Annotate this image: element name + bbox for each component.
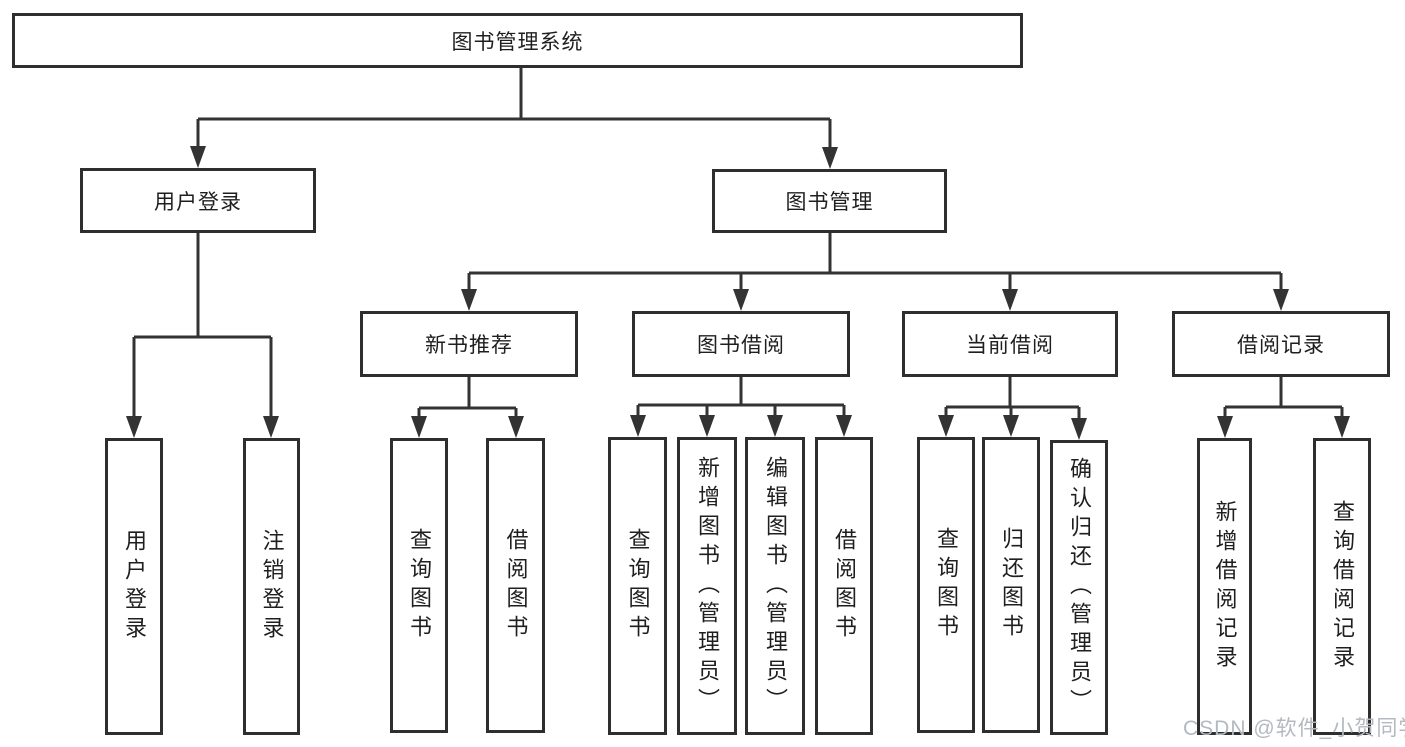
tree-edges (132, 66, 1344, 422)
leaf-query-books-recommend: 查询图书 (390, 438, 448, 733)
leaf-logout: 注销登录 (243, 438, 300, 735)
node-root: 图书管理系统 (12, 13, 1023, 68)
leaf-add-books-admin: 新增图书（管理员） (677, 437, 737, 735)
node-book-borrowing: 图书借阅 (632, 311, 850, 377)
leaf-return-books: 归还图书 (982, 437, 1040, 733)
node-new-book-recommendation: 新书推荐 (360, 311, 578, 377)
arrowhead-icons (126, 146, 1350, 440)
leaf-query-books-current: 查询图书 (917, 437, 975, 733)
leaf-edit-books-admin: 编辑图书（管理员） (745, 437, 805, 735)
node-current-borrowing: 当前借阅 (902, 311, 1118, 377)
leaf-borrow-books-borrowing: 借阅图书 (815, 437, 873, 735)
csdn-watermark: CSDN @软件_小贺同学 (1183, 717, 1405, 740)
node-borrowing-records: 借阅记录 (1172, 311, 1390, 377)
leaf-query-borrow-record: 查询借阅记录 (1313, 438, 1371, 735)
node-book-management: 图书管理 (712, 169, 947, 233)
leaf-confirm-return-admin: 确认归还（管理员） (1050, 440, 1108, 735)
leaf-query-books-borrowing: 查询图书 (608, 437, 667, 735)
leaf-add-borrow-record: 新增借阅记录 (1197, 438, 1252, 735)
node-user-login: 用户登录 (80, 168, 316, 233)
leaf-borrow-books-recommend: 借阅图书 (486, 438, 545, 733)
leaf-user-login: 用户登录 (105, 438, 163, 735)
